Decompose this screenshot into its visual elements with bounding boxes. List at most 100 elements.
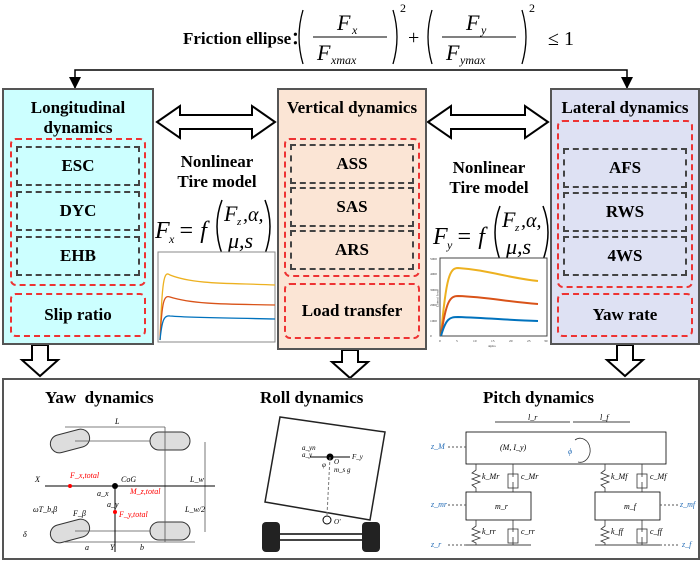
svg-text:a: a: [85, 543, 89, 552]
roll-dynamics-title: Roll dynamics: [260, 388, 364, 407]
svg-text:F_y: F_y: [351, 453, 364, 461]
svg-text:k_rr: k_rr: [482, 527, 497, 536]
svg-text:l_r: l_r: [528, 413, 538, 422]
svg-text:0: 0: [439, 339, 441, 343]
svg-text:a_y: a_y: [302, 451, 313, 459]
slip-ratio-block: Slip ratio: [10, 293, 146, 337]
svg-text:k_Mr: k_Mr: [482, 472, 500, 481]
svg-text:x: x: [351, 23, 358, 37]
num1: F: [336, 10, 351, 35]
ars-block: ARS: [290, 230, 414, 270]
svg-text:3000: 3000: [430, 288, 437, 292]
svg-text:μ,s: μ,s: [505, 234, 531, 259]
svg-text:L_w/2: L_w/2: [184, 505, 205, 514]
svg-text:,α,: ,α,: [243, 204, 264, 226]
svg-text:F: F: [465, 10, 480, 35]
panel-title: Lateral dynamics: [561, 98, 689, 117]
svg-text:F: F: [432, 224, 448, 250]
friction-ellipse-label: Friction ellipse：: [183, 29, 309, 48]
svg-text:F: F: [445, 40, 460, 65]
svg-text:4000: 4000: [430, 272, 437, 276]
tire-formula-left: F x = f F z ,α, μ,s: [154, 199, 271, 255]
roll-dynamics-sketch: a_yna_y OF_y m_s gO' φ: [262, 416, 386, 552]
plot-ylabel: Lateral force: [436, 289, 440, 307]
vertical-dynamics-panel: Vertical dynamics ASS SAS ARS Load trans…: [277, 88, 427, 350]
svg-text:5: 5: [456, 339, 458, 343]
svg-text:L_w: L_w: [189, 475, 204, 484]
svg-text:10: 10: [473, 339, 477, 343]
svg-text:c_rr: c_rr: [521, 527, 536, 536]
afs-block: AFS: [563, 148, 687, 188]
svg-text:z_M: z_M: [430, 442, 446, 451]
yaw-dynamics-title: Yaw dynamics: [45, 388, 154, 407]
friction-ellipse-formula: F x F xmax 2 + F y F ymax 2: [298, 1, 535, 67]
svg-text:2: 2: [400, 1, 406, 15]
svg-text:25: 25: [527, 339, 531, 343]
svg-text:F_β: F_β: [72, 509, 86, 518]
svg-text:m_r: m_r: [495, 502, 509, 511]
svg-text:1000: 1000: [430, 319, 437, 323]
panel-title: Longitudinal dynamics: [30, 98, 126, 137]
svg-text:ϕ: ϕ: [568, 447, 572, 456]
curve-low: [159, 315, 276, 341]
4ws-block: 4WS: [563, 236, 687, 276]
chassis-dynamics-panel: [2, 378, 700, 560]
svg-text:δ: δ: [23, 530, 27, 539]
svg-text:F: F: [223, 201, 238, 226]
svg-text:c_Mf: c_Mf: [650, 472, 668, 481]
svg-text:l_f: l_f: [600, 413, 610, 422]
svg-text:ωT_b,β: ωT_b,β: [33, 505, 57, 514]
svg-text:b: b: [140, 543, 144, 552]
svg-text:k_Mf: k_Mf: [611, 472, 629, 481]
svg-text:L: L: [114, 417, 120, 426]
svg-text:a_y: a_y: [107, 500, 119, 509]
svg-text:30: 30: [544, 339, 548, 343]
tire-formula-right: F y = f F z ,α, μ,s: [432, 205, 549, 261]
svg-text:F: F: [316, 40, 331, 65]
rws-block: RWS: [563, 192, 687, 232]
svg-text:y: y: [446, 238, 453, 252]
svg-text:z: z: [236, 216, 242, 228]
svg-text:z_r: z_r: [430, 540, 442, 549]
longitudinal-dynamics-panel: Longitudinal dynamics ESC DYC EHB Slip r…: [2, 88, 154, 345]
svg-text:ymax: ymax: [459, 53, 486, 67]
svg-text:20: 20: [509, 339, 513, 343]
svg-text:μ,s: μ,s: [227, 228, 253, 253]
svg-text:a_yn: a_yn: [302, 444, 316, 452]
svg-text:O: O: [334, 458, 339, 466]
pitch-dynamics-title: Pitch dynamics: [483, 388, 594, 407]
svg-text:15: 15: [491, 339, 495, 343]
curve-mid: [159, 295, 276, 341]
svg-text:= f: = f: [456, 224, 488, 250]
curve-high: [159, 273, 276, 341]
svg-text:Y: Y: [110, 543, 116, 552]
svg-text:X: X: [34, 475, 41, 484]
svg-text:z: z: [514, 222, 520, 234]
svg-text:k_ff: k_ff: [611, 527, 625, 536]
svg-text:m_s g: m_s g: [334, 466, 351, 474]
arrow-down-icon: [69, 77, 81, 89]
svg-text:z_mr: z_mr: [430, 500, 448, 509]
svg-text:c_Mr: c_Mr: [521, 472, 539, 481]
svg-text:M_z,total: M_z,total: [129, 487, 161, 496]
svg-text:F_x,total: F_x,total: [69, 471, 100, 480]
svg-text:F: F: [501, 207, 516, 232]
svg-text:(M, I_y): (M, I_y): [500, 443, 527, 452]
svg-text:= f: = f: [178, 218, 210, 244]
yaw-rate-block: Yaw rate: [557, 293, 693, 337]
svg-text:xmax: xmax: [330, 53, 357, 67]
load-transfer-block: Load transfer: [284, 283, 420, 339]
svg-text:0: 0: [430, 334, 432, 338]
hollow-arrow-down-icon: [19, 344, 646, 380]
svg-text:φ: φ: [322, 461, 326, 469]
svg-text:z_mf: z_mf: [679, 500, 697, 509]
esc-block: ESC: [16, 146, 140, 186]
tire-curve-plot-left: [157, 251, 276, 343]
arrow-down-icon: [621, 77, 633, 89]
svg-text:2000: 2000: [430, 303, 437, 307]
